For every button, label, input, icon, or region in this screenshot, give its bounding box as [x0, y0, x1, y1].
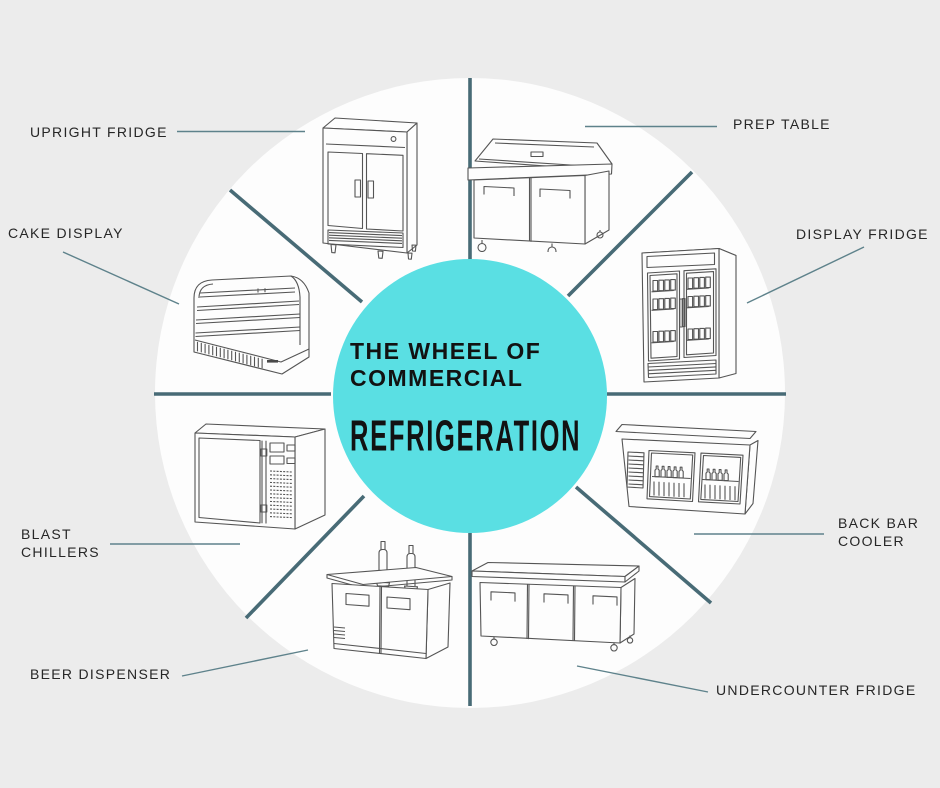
label-prep-table: PREP TABLE — [733, 116, 831, 132]
label-beer-dispenser: BEER DISPENSER — [30, 666, 172, 682]
label-upright-fridge: UPRIGHT FRIDGE — [30, 124, 168, 140]
leader-beer-dispenser — [181, 649, 309, 677]
divider-lower-right — [574, 485, 713, 605]
cake-display-illustration — [193, 275, 310, 375]
leader-undercounter-fridge — [576, 665, 709, 693]
label-display-fridge: DISPLAY FRIDGE — [796, 226, 929, 242]
leader-cake-display — [62, 251, 180, 305]
center-title-line1: THE WHEEL OF — [350, 338, 542, 364]
center-title-line2: COMMERCIAL — [350, 365, 524, 391]
divider-lower-left — [244, 494, 366, 620]
divider-upper-right — [566, 170, 694, 298]
divider-upper-left — [228, 188, 364, 304]
center-hub — [333, 259, 607, 533]
label-cake-display: CAKE DISPLAY — [8, 225, 124, 241]
leader-display-fridge — [746, 246, 865, 304]
undercounter-fridge-illustration — [471, 561, 640, 652]
center-title: THE WHEEL OF COMMERCIAL REFRIGERATION — [350, 338, 622, 461]
label-back-bar-cooler: BACK BAR COOLER — [838, 515, 920, 549]
label-blast-chillers: BLAST CHILLERS — [21, 526, 100, 560]
prep-table-illustration — [467, 138, 613, 252]
beer-dispenser-illustration — [326, 540, 453, 660]
back-bar-cooler-illustration — [615, 423, 759, 515]
label-undercounter-fridge: UNDERCOUNTER FRIDGE — [716, 682, 917, 698]
blast-chiller-illustration — [194, 423, 326, 530]
upright-fridge-illustration — [322, 117, 418, 260]
center-title-line3: REFRIGERATION — [350, 413, 582, 461]
display-fridge-illustration — [641, 247, 737, 383]
